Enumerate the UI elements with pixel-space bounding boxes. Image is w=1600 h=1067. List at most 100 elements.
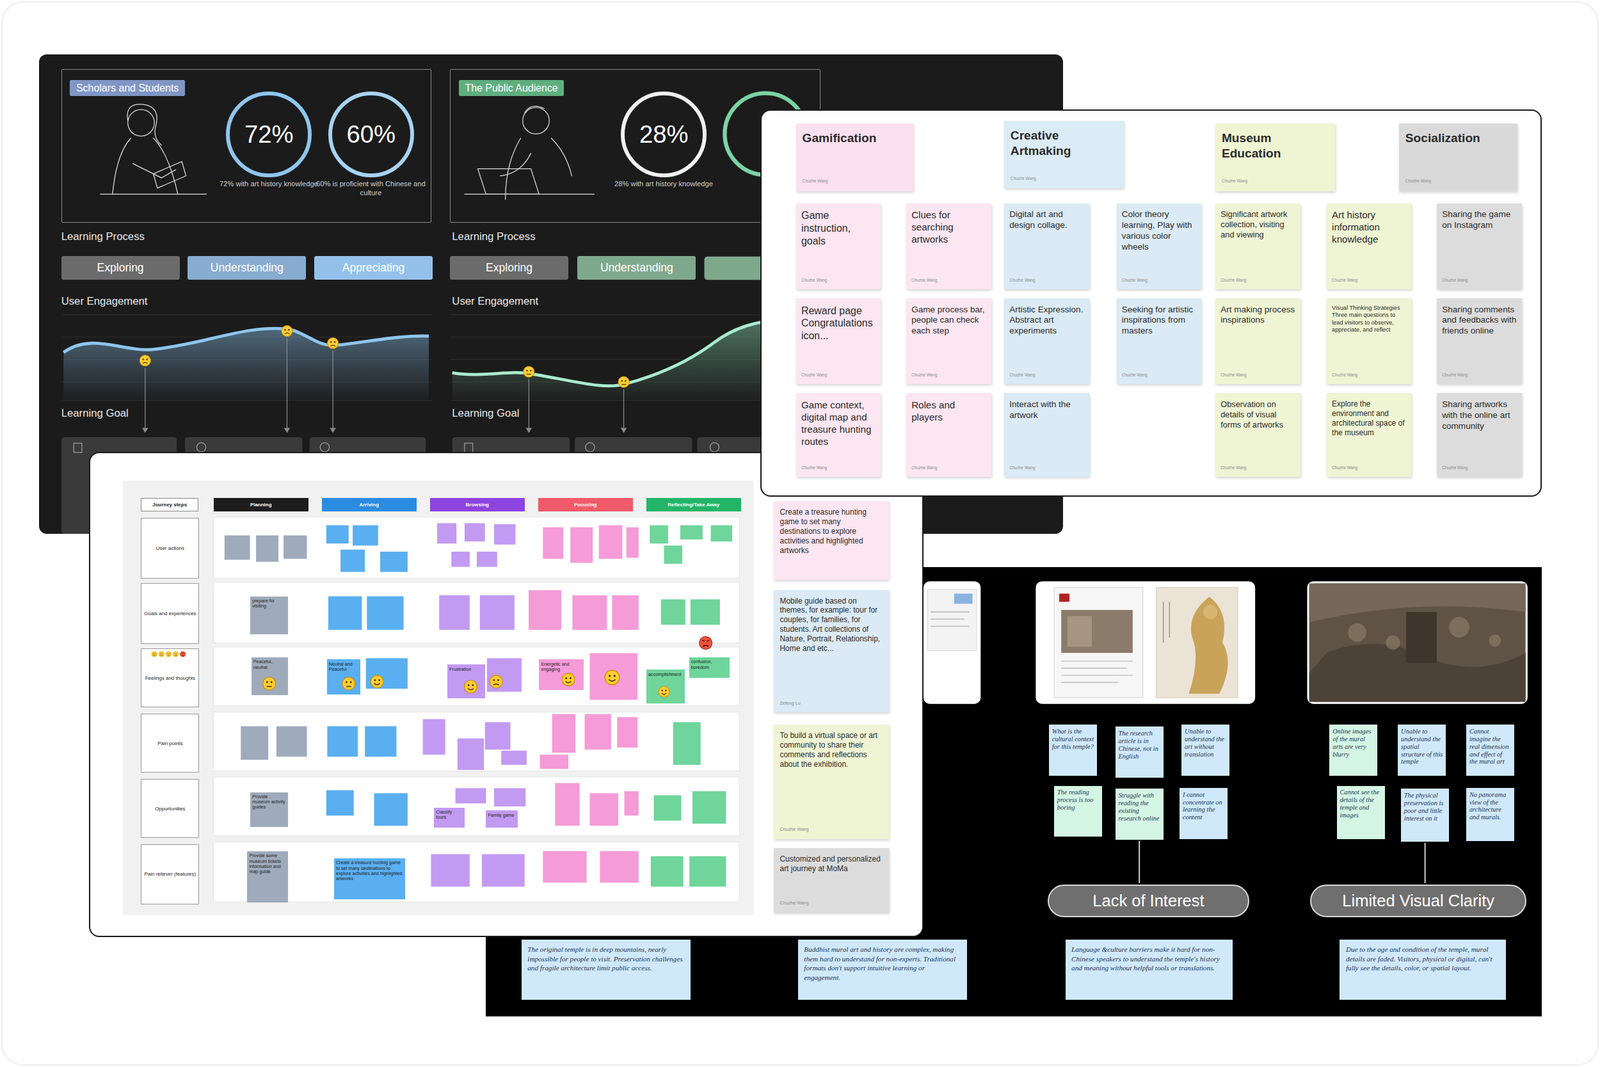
node-subtext: Chuzhe Wang bbox=[1441, 462, 1517, 471]
node-subtext: Chuzhe Wang bbox=[1009, 369, 1084, 378]
decor-use bbox=[179, 651, 186, 658]
decor-rect bbox=[430, 854, 470, 888]
journey-stage-bar: Focusing bbox=[538, 497, 633, 512]
handwritten-note: Online images of the mural arts are very… bbox=[1329, 724, 1378, 776]
node-text: Lack of Interest bbox=[1092, 891, 1204, 911]
decor-use bbox=[618, 376, 630, 388]
handwritten-note: The reading process is too boring bbox=[1054, 785, 1103, 838]
decor-rect bbox=[213, 776, 740, 836]
sticky-note: Observation on details of visual forms o… bbox=[1215, 392, 1300, 477]
connector-line bbox=[1424, 842, 1426, 884]
decor-path bbox=[499, 152, 531, 176]
node-subtext: Chuzhe Wang bbox=[1009, 275, 1084, 283]
row-label-box: User actions bbox=[140, 517, 200, 580]
decor-rect bbox=[624, 791, 639, 816]
decor-path bbox=[63, 328, 429, 353]
idea-sticky-note: Customized and personalized art journey … bbox=[773, 848, 889, 912]
summary-note: Due to the age and condition of the temp… bbox=[1339, 939, 1506, 1000]
problem-pill: Lack of Interest bbox=[1047, 884, 1249, 918]
decor-rect bbox=[437, 523, 457, 544]
node-subtext: Chuzhe Wang bbox=[1220, 275, 1295, 283]
decor-rect bbox=[328, 596, 362, 630]
process-pill: Appreciating bbox=[314, 256, 433, 280]
node-text: Family game bbox=[488, 812, 516, 818]
node-text: Frustration bbox=[449, 666, 484, 672]
journey-sticky-note: Energetic and engaging bbox=[538, 659, 584, 690]
sticky-note: Art history information knowledgeChuzhe … bbox=[1326, 203, 1412, 290]
decor-rect bbox=[1061, 609, 1133, 653]
process-pill: Understanding bbox=[187, 256, 306, 280]
decor-line bbox=[930, 625, 970, 628]
node-text: Language &culture barriers make it hard … bbox=[1071, 944, 1227, 973]
decor-path bbox=[1188, 597, 1228, 694]
node-text: Exploring bbox=[97, 261, 144, 275]
decor-rect bbox=[1406, 612, 1437, 664]
decor-g bbox=[930, 612, 970, 627]
node-text: 60% bbox=[346, 120, 396, 149]
node-text: Understanding bbox=[600, 261, 674, 275]
node-layer: Journey stepsPlanningArrivingBrowsingFoc… bbox=[90, 453, 923, 936]
node-text: To build a virtual space or art communit… bbox=[780, 730, 884, 770]
node-text: Appreciating bbox=[342, 261, 405, 275]
decor-rect bbox=[1155, 587, 1238, 698]
node-text: Understanding bbox=[210, 261, 284, 275]
node-subtext: Chuzhe Wang bbox=[1331, 369, 1407, 378]
decor-use bbox=[522, 366, 534, 377]
node-subtext: Chuzhe Wang bbox=[1010, 173, 1118, 182]
decor-rect bbox=[611, 595, 639, 630]
node-text: Feelings and thoughts bbox=[145, 675, 196, 681]
handwritten-note: I cannot concentrate on learning the con… bbox=[1179, 787, 1228, 840]
decor-use bbox=[280, 325, 292, 336]
decor-use bbox=[604, 670, 620, 685]
section-label: User Engagement bbox=[451, 295, 539, 308]
decor-path bbox=[528, 378, 529, 431]
node-text: What is the cultural context for this te… bbox=[1052, 727, 1094, 751]
node-text: Pain points bbox=[157, 740, 183, 747]
node-layer: GamificationChuzhe WangCreative Artmakin… bbox=[761, 110, 1541, 496]
handwritten-note: What is the cultural context for this te… bbox=[1048, 724, 1097, 776]
decor-g bbox=[224, 535, 308, 760]
decor-g bbox=[144, 337, 624, 431]
node-text: Unable to understand the spatial structu… bbox=[1400, 727, 1443, 767]
decor-rect bbox=[481, 854, 525, 888]
decor-rect bbox=[584, 714, 611, 751]
node-text: Explore the environment and architectura… bbox=[1331, 399, 1407, 438]
journey-stage-bar: Arriving bbox=[321, 497, 417, 512]
decor-path bbox=[99, 193, 207, 194]
section-label: Learning Process bbox=[61, 230, 145, 244]
node-text: Unable to understand the art without tra… bbox=[1184, 727, 1227, 759]
decor-rect bbox=[1067, 616, 1092, 648]
node-subtext: Chuzhe Wang bbox=[802, 176, 908, 184]
category-header-note: Museum EducationChuzhe Wang bbox=[1215, 123, 1336, 191]
decor-use bbox=[327, 337, 338, 349]
node-subtext: Chuzhe Wang bbox=[801, 275, 876, 283]
node-text: Classify tours bbox=[435, 809, 463, 820]
affinity-board-panel: GamificationChuzhe WangCreative Artmakin… bbox=[760, 109, 1542, 498]
journey-sticky-note: Frustration bbox=[447, 664, 486, 699]
node-text: accomplishment bbox=[648, 672, 683, 678]
connector-line bbox=[1138, 840, 1140, 884]
node-text: Opportunities bbox=[154, 805, 185, 812]
decor-use bbox=[489, 675, 503, 688]
decor-use bbox=[561, 673, 575, 687]
handwritten-note: Struggle with reading the existing resea… bbox=[1115, 788, 1164, 840]
decor-circle bbox=[1203, 604, 1218, 619]
sticky-note: Artistic Expression. Abstract art experi… bbox=[1004, 298, 1089, 384]
journey-map-panel: Journey stepsPlanningArrivingBrowsingFoc… bbox=[88, 451, 924, 937]
decor-path bbox=[623, 388, 624, 431]
decor-g bbox=[422, 523, 527, 888]
node-text: Scholars and Students bbox=[69, 80, 185, 96]
node-subtext: Chuzhe Wang bbox=[780, 824, 884, 833]
handwritten-note: No panorama view of the architecture and… bbox=[1466, 787, 1515, 841]
decor-rect bbox=[1059, 593, 1070, 603]
decor-rect bbox=[366, 596, 404, 630]
row-label-box: Feelings and thoughts bbox=[140, 648, 200, 708]
node-text: Energetic and engaging bbox=[540, 661, 582, 672]
row-label-box: Pain reliever (features) bbox=[140, 844, 200, 905]
node-subtext: 28% with art history knowledge bbox=[605, 179, 722, 189]
decor-rect bbox=[539, 754, 569, 769]
decor-rect bbox=[589, 653, 638, 701]
decor-rect bbox=[340, 549, 365, 573]
decor-rect bbox=[352, 525, 379, 546]
decor-rect bbox=[276, 726, 308, 758]
